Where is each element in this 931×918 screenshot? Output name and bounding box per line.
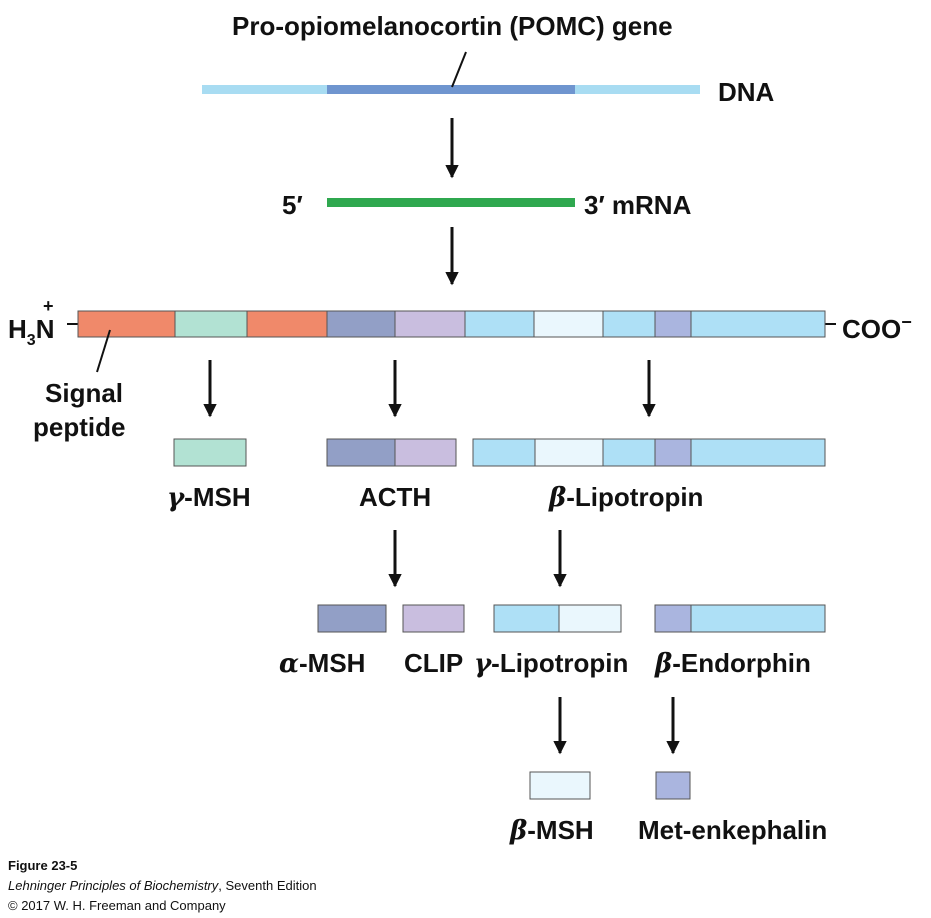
- beta-msh-box: [529, 771, 591, 800]
- clip-label: CLIP: [404, 648, 464, 678]
- signal-pointer-line: [96, 329, 111, 373]
- clip-box: [402, 604, 465, 633]
- gamma-lipotropin-text: -Lipotropin: [491, 648, 629, 678]
- met-enkephalin-box: [655, 771, 691, 800]
- beta-msh-text: -MSH: [527, 815, 594, 845]
- dna-bar-right: [575, 85, 700, 94]
- spacer-segment: [246, 310, 328, 338]
- c-terminus-label: COO−: [842, 313, 912, 344]
- c-terminus-coo: COO: [842, 314, 902, 344]
- alpha-msh-label: α-MSH: [279, 650, 365, 677]
- beta-endorphin-text: -Endorphin: [672, 648, 811, 678]
- gamma-msh-text: -MSH: [184, 482, 251, 512]
- n-terminus-n: N: [35, 314, 55, 344]
- n-terminus-label: H3N: [8, 314, 55, 349]
- n-terminus-subscript: 3: [26, 332, 36, 349]
- alpha-msh-text: -MSH: [299, 648, 366, 678]
- clip-segment: [394, 310, 466, 338]
- alpha-msh-segment: [326, 310, 396, 338]
- mrna-three-prime-label: 3′ mRNA: [584, 190, 692, 220]
- beta-lipotropin-text: -Lipotropin: [566, 482, 704, 512]
- beta-symbol-2: β: [655, 649, 673, 679]
- n-terminus-h: H: [8, 314, 27, 344]
- lipotropin-segment-2: [533, 310, 604, 338]
- met-enkephalin-label: Met-enkephalin: [638, 815, 828, 845]
- dna-bar-left: [202, 85, 327, 94]
- signal-peptide-label-line2: peptide: [33, 412, 126, 442]
- mrna-five-prime-label: 5′: [282, 190, 303, 220]
- book-citation: Lehninger Principles of Biochemistry, Se…: [8, 879, 317, 892]
- met-enkephalin-segment: [654, 310, 692, 338]
- gene-title: Pro-opiomelanocortin (POMC) gene: [232, 11, 673, 41]
- gamma-msh-segment: [174, 310, 248, 338]
- gamma-msh-box: [173, 438, 247, 467]
- beta-msh-label: β-MSH: [510, 817, 594, 844]
- pomc-gene-segment: [327, 85, 575, 94]
- beta-msh-core-segment: [602, 310, 656, 338]
- beta-endorphin-label: β-Endorphin: [655, 650, 811, 677]
- gamma-lipotropin-label: γ-Lipotropin: [474, 650, 628, 677]
- endorphin-tail-segment: [690, 310, 826, 338]
- beta-endorphin-box: [654, 604, 826, 633]
- gamma-msh-label: γ-MSH: [167, 484, 251, 511]
- acth-box: [326, 438, 457, 467]
- mrna-bar: [327, 198, 575, 207]
- beta-symbol: β: [549, 483, 567, 513]
- gamma-symbol: γ: [167, 483, 185, 513]
- beta-symbol-3: β: [510, 816, 528, 846]
- beta-lipotropin-box: [472, 438, 826, 467]
- alpha-msh-box: [317, 604, 387, 633]
- signal-peptide-segment: [77, 310, 176, 338]
- n-terminus-charge: +: [43, 296, 54, 316]
- book-edition: , Seventh Edition: [218, 878, 317, 893]
- c-terminus-charge: −: [901, 312, 912, 332]
- dna-label: DNA: [718, 77, 775, 107]
- acth-label: ACTH: [359, 482, 432, 512]
- book-title: Lehninger Principles of Biochemistry: [8, 878, 219, 893]
- pomc-precursor: [77, 310, 826, 338]
- gene-pointer-line: [451, 51, 467, 88]
- beta-lipotropin-label: β-Lipotropin: [549, 484, 703, 511]
- gamma-symbol-2: γ: [474, 649, 492, 679]
- alpha-symbol: α: [279, 649, 300, 679]
- figure-number: Figure 23-5: [8, 858, 78, 873]
- gamma-lipotropin-box: [493, 604, 622, 633]
- lipotropin-segment-1: [464, 310, 535, 338]
- signal-peptide-label-line1: Signal: [45, 378, 124, 408]
- copyright-line: © 2017 W. H. Freeman and Company: [8, 898, 226, 913]
